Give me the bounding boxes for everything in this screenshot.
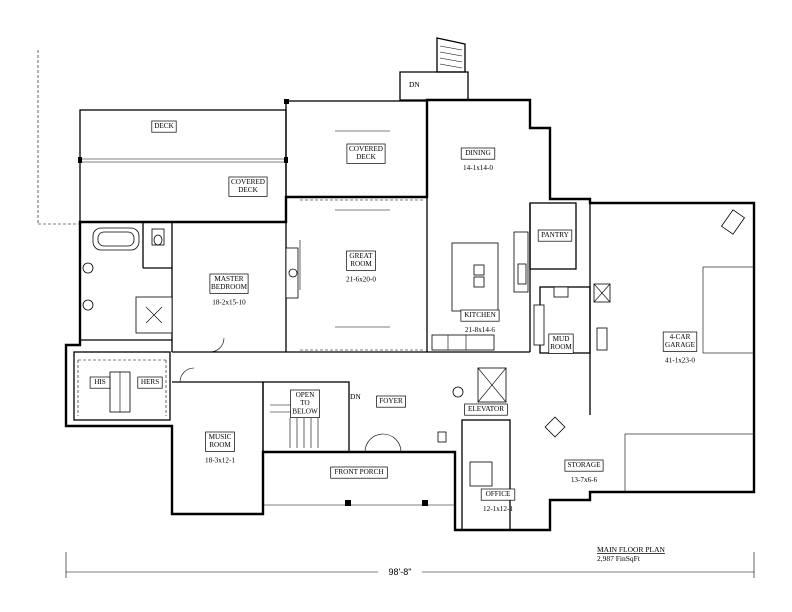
overall-dimension: 98'-8" [65, 552, 755, 578]
room-label-hers: HERS [137, 376, 163, 389]
room-name: ELEVATOR [468, 405, 504, 413]
master-bath [80, 222, 173, 341]
room-label-box [460, 147, 496, 160]
room-size: 14-1x14-0 [463, 164, 493, 172]
room-name: FOYER [379, 397, 403, 405]
room-name: ROOM [550, 343, 572, 351]
room-name: GARAGE [665, 341, 696, 349]
room-label-elevator: ELEVATOR [464, 403, 508, 416]
room-name: MUSIC [209, 433, 232, 441]
room-label-box [464, 403, 508, 416]
plan-area: 2,987 FinSqFt [597, 554, 641, 563]
room-label-pantry: PANTRY [537, 229, 573, 242]
garage-details [544, 209, 755, 493]
room-name: KITCHEN [464, 311, 496, 319]
room-labels: DECKCOVEREDDECKCOVEREDDECKDINING14-1x14-… [89, 120, 698, 513]
room-size: 18-2x15-10 [212, 298, 246, 306]
room-size: 21-6x20-0 [346, 275, 376, 283]
room-size: 13-7x6-6 [571, 476, 598, 484]
kitchen-island [431, 231, 529, 351]
room-name: ROOM [209, 441, 231, 449]
overall-width-label: 98'-8" [389, 567, 412, 577]
room-label-office: OFFICE 12-1x12-1 [480, 488, 516, 513]
room-label-box [564, 459, 604, 472]
room-label-box [151, 120, 177, 133]
room-name: DECK [356, 153, 376, 161]
room-name: ROOM [350, 260, 372, 268]
room-name: HERS [141, 378, 159, 386]
room-size: 41-1x23-0 [665, 356, 695, 364]
stair-dn-label-rear: DN [409, 80, 420, 89]
room-label-box [460, 309, 500, 322]
exterior-walls [64, 98, 756, 532]
great-room-details [285, 130, 425, 351]
room-name: DINING [465, 149, 491, 157]
site-lines [37, 50, 80, 225]
room-name: TO [300, 399, 309, 407]
room-label-box [376, 395, 406, 408]
deck-area [78, 109, 288, 223]
plan-title: MAIN FLOOR PLAN [597, 545, 666, 554]
room-name: COVERED [349, 145, 383, 153]
music-room-walls [172, 337, 264, 452]
room-label-box [137, 376, 163, 389]
room-name: BELOW [292, 407, 318, 415]
room-label-box [548, 333, 574, 354]
front-porch-area [263, 433, 455, 506]
office-elevator [437, 367, 511, 531]
room-size: 18-3x12-1 [205, 456, 235, 464]
room-name: DECK [238, 186, 258, 194]
closets [73, 351, 171, 421]
room-label-box [228, 176, 268, 197]
room-name: 4-CAR [670, 333, 691, 341]
rear-stair [399, 37, 469, 101]
room-name: OFFICE [486, 490, 511, 498]
room-name: COVERED [231, 178, 265, 186]
room-label-his: HIS [89, 376, 111, 389]
room-size: 12-1x12-1 [483, 505, 513, 513]
room-name: STORAGE [567, 461, 601, 469]
room-label-deck: DECK [151, 120, 177, 133]
room-label-box [346, 250, 376, 271]
room-label-box [290, 389, 320, 418]
room-label-box [346, 143, 386, 164]
room-label-storage: STORAGE 13-7x6-6 [564, 459, 604, 484]
room-label-foyer: FOYER [376, 395, 406, 408]
room-name: MASTER [214, 275, 243, 283]
room-label-box [662, 331, 698, 352]
room-name: OPEN [296, 391, 316, 399]
room-name: FRONT PORCH [334, 468, 383, 476]
room-label-box [89, 376, 111, 389]
room-label-front-porch: FRONT PORCH [330, 466, 388, 479]
room-label-box [480, 488, 516, 501]
room-name: BEDROOM [211, 283, 248, 291]
room-name: GREAT [349, 252, 373, 260]
room-name: PANTRY [541, 231, 570, 239]
room-name: MUD [553, 335, 570, 343]
room-label-box [209, 273, 249, 294]
room-label-box [205, 431, 235, 452]
room-label-box [330, 466, 388, 479]
room-label-box [537, 229, 573, 242]
room-name: DECK [154, 122, 174, 130]
room-name: HIS [94, 378, 106, 386]
room-label-dining: DINING 14-1x14-0 [460, 147, 496, 172]
stair-dn-label-front: DN [350, 392, 361, 401]
room-label-kitchen: KITCHEN 21-8x14-6 [460, 309, 500, 334]
room-size: 21-8x14-6 [465, 326, 495, 334]
